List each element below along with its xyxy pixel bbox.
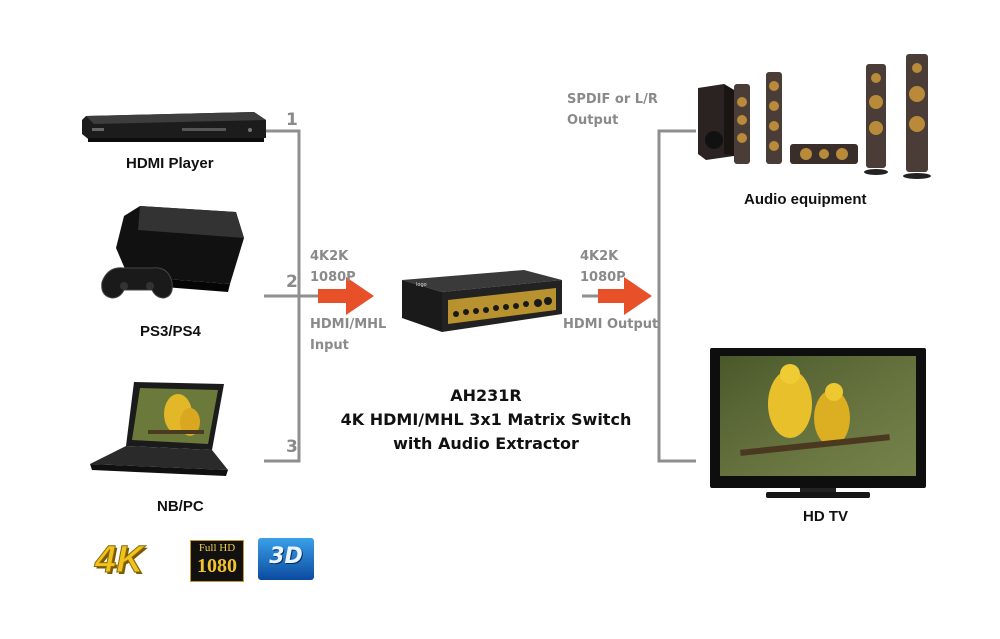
input-arrow: [318, 277, 374, 315]
laptop-device: [90, 382, 228, 476]
output-arrow: [598, 277, 652, 315]
device-desc-line1: 4K HDMI/MHL 3x1 Matrix Switch: [340, 410, 632, 429]
input-res-line1: 4K2K: [310, 249, 349, 264]
audio-output-label: SPDIF or L/R Output: [567, 89, 658, 131]
matrix-switch-device: logo: [402, 270, 562, 332]
full-hd-badge: Full HD 1080: [190, 540, 244, 582]
output-type-label: HDMI Output: [563, 317, 659, 332]
input-resolution-label: 4K2K 1080P: [310, 246, 356, 288]
device-desc-line2: with Audio Extractor: [393, 434, 579, 453]
svg-text:logo: logo: [416, 282, 427, 288]
4k-badge: 4K: [95, 539, 177, 581]
port-1-number: 1: [286, 110, 298, 130]
hdmi-player-device: [82, 112, 266, 142]
audio-out-line1: SPDIF or L/R: [567, 92, 658, 107]
3d-badge-text: 3D: [269, 544, 303, 569]
input-type-line2: Input: [310, 338, 349, 353]
device-model: AH231R: [450, 386, 522, 405]
full-hd-line1: Full HD: [198, 542, 236, 554]
nb-pc-label: NB/PC: [157, 498, 204, 515]
hdmi-player-label: HDMI Player: [126, 155, 214, 172]
full-hd-line2: 1080: [197, 555, 237, 577]
audio-equipment-label: Audio equipment: [744, 191, 867, 208]
input-type-line1: HDMI/MHL: [310, 317, 387, 332]
hd-tv-label: HD TV: [803, 508, 848, 525]
3d-badge: 3D: [258, 538, 314, 580]
ps-label: PS3/PS4: [140, 323, 201, 340]
4k-badge-text: 4K: [95, 539, 145, 581]
port-3-number: 3: [286, 437, 298, 457]
input-res-line2: 1080P: [310, 270, 356, 285]
audio-out-line2: Output: [567, 113, 619, 128]
audio-equipment-device: [698, 54, 931, 179]
port-2-number: 2: [286, 272, 298, 292]
output-res-line2: 1080P: [580, 270, 626, 285]
output-res-line1: 4K2K: [580, 249, 619, 264]
ps-console-device: [101, 206, 244, 299]
output-resolution-label: 4K2K 1080P: [580, 246, 626, 288]
device-title-block: AH231R 4K HDMI/MHL 3x1 Matrix Switch wit…: [336, 384, 636, 456]
input-type-label: HDMI/MHL Input: [310, 314, 386, 356]
hd-tv-device: [710, 348, 926, 498]
